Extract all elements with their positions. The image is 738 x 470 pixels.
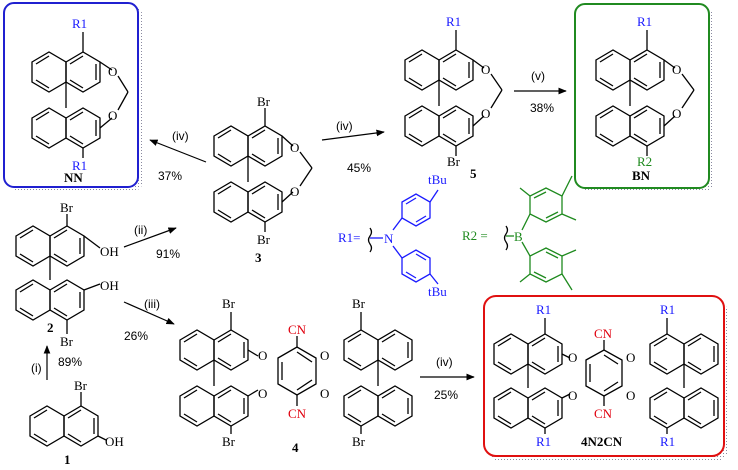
svg-text:(iv): (iv) — [336, 119, 353, 133]
svg-text:O: O — [481, 62, 490, 77]
r1-legend-label: R1= — [338, 230, 361, 245]
svg-text:89%: 89% — [58, 355, 82, 369]
arrow-i: (i) 89% — [31, 345, 82, 380]
c4-cn-top: CN — [288, 322, 307, 337]
c4-br-1: Br — [222, 296, 236, 311]
arrow-ii: (ii) 91% — [123, 223, 180, 261]
svg-text:O: O — [108, 108, 117, 123]
nn-label: NN — [64, 170, 83, 185]
svg-text:O: O — [320, 348, 329, 363]
arrow-iv-right: (iv) 45% — [321, 119, 385, 175]
bn-r2: R2 — [637, 154, 652, 169]
nn-r1-bottom: R1 — [72, 158, 87, 173]
cn-cn-top: CN — [594, 326, 613, 341]
c5-r1: R1 — [446, 14, 461, 29]
svg-text:(iv): (iv) — [172, 129, 189, 143]
c5-label: 5 — [470, 166, 477, 181]
r2-legend-label: R2 = — [462, 228, 488, 243]
c2-oh-top: OH — [100, 244, 119, 259]
svg-text:91%: 91% — [156, 247, 180, 261]
svg-text:O: O — [258, 386, 267, 401]
svg-text:45%: 45% — [347, 161, 371, 175]
svg-text:O: O — [626, 350, 635, 365]
compound-bn: O O R1 R2 BN — [595, 14, 695, 183]
c4-br-2: Br — [222, 434, 236, 449]
compound-4n2cn: O O CN CN O O R1 R1 R1 R1 4N2CN — [493, 302, 719, 449]
svg-text:O: O — [258, 348, 267, 363]
svg-text:O: O — [626, 388, 635, 403]
svg-text:O: O — [290, 140, 299, 155]
arrow-iv-bottom: (iv) 25% — [420, 355, 475, 402]
r1-legend: R1= N tBu tBu — [338, 172, 447, 299]
svg-text:O: O — [568, 388, 577, 403]
svg-text:O: O — [290, 184, 299, 199]
c1-br: Br — [74, 378, 88, 393]
r1-tbu-top: tBu — [428, 172, 447, 187]
svg-text:(ii): (ii) — [134, 223, 147, 237]
compound-2: OH OH Br Br 2 — [15, 200, 119, 349]
r2-legend: R2 = B — [462, 175, 577, 291]
compound-5: O O R1 Br 5 — [404, 14, 503, 181]
r1-tbu-bottom: tBu — [428, 284, 447, 299]
c2-br-top: Br — [60, 200, 74, 215]
c5-br: Br — [447, 154, 461, 169]
svg-text:26%: 26% — [124, 329, 148, 343]
c3-br-bottom: Br — [257, 232, 271, 247]
bn-r1: R1 — [637, 14, 652, 29]
c3-label: 3 — [255, 250, 262, 265]
svg-text:37%: 37% — [158, 169, 182, 183]
svg-text:38%: 38% — [530, 101, 554, 115]
svg-text:O: O — [568, 350, 577, 365]
cn-cn-bottom: CN — [594, 406, 613, 421]
bn-label: BN — [632, 168, 651, 183]
cn-r1-3: R1 — [660, 302, 675, 317]
svg-text:O: O — [320, 386, 329, 401]
svg-text:(iv): (iv) — [436, 355, 453, 369]
compound-1: Br OH 1 — [29, 378, 124, 467]
c4-br-3: Br — [352, 296, 366, 311]
svg-text:25%: 25% — [434, 388, 458, 402]
c4-label: 4 — [292, 440, 299, 455]
arrow-v: (v) 38% — [514, 69, 567, 115]
compound-nn: O O R1 R1 NN — [31, 16, 129, 185]
c2-label: 2 — [47, 320, 54, 335]
c2-br-bottom: Br — [60, 334, 74, 349]
cn-label: 4N2CN — [581, 434, 623, 449]
svg-text:(iii): (iii) — [144, 297, 160, 311]
compound-3: O O Br Br 3 — [213, 94, 313, 265]
c3-br-top: Br — [257, 94, 271, 109]
svg-text:(i): (i) — [31, 361, 42, 375]
nn-box — [3, 2, 143, 191]
c4-br-4: Br — [352, 434, 366, 449]
c2-oh-bottom: OH — [100, 278, 119, 293]
cn-r1-1: R1 — [536, 302, 551, 317]
arrow-iv-left: (iv) 37% — [149, 129, 207, 183]
svg-text:N: N — [384, 231, 394, 246]
svg-text:(v): (v) — [531, 69, 545, 83]
arrow-iii: (iii) 26% — [123, 297, 175, 343]
c1-label: 1 — [64, 452, 71, 467]
c1-oh: OH — [105, 434, 124, 449]
svg-text:B: B — [514, 229, 523, 244]
nn-r1-top: R1 — [72, 16, 87, 31]
cn-r1-2: R1 — [536, 434, 551, 449]
cn-r1-4: R1 — [660, 434, 675, 449]
compound-4: O O CN CN O O Br Br Br Br 4 — [179, 296, 413, 455]
svg-text:O: O — [672, 62, 681, 77]
svg-text:O: O — [108, 64, 117, 79]
svg-text:O: O — [481, 106, 490, 121]
c4-cn-bottom: CN — [288, 406, 307, 421]
svg-text:O: O — [672, 106, 681, 121]
